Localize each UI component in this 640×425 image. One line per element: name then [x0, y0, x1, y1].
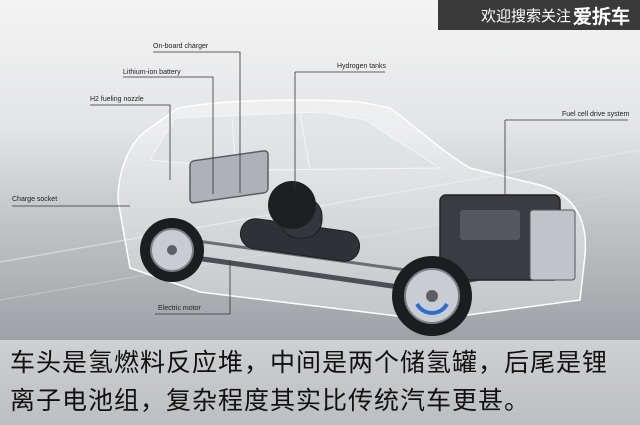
rear-inner-wheel	[268, 181, 316, 229]
rear-wheel	[140, 218, 204, 282]
fuel-cell-stack	[529, 209, 576, 281]
leader-lithium-battery	[123, 76, 214, 194]
vehicle-cutaway-illustration: On-board charger Lithium-ion battery H2 …	[0, 0, 640, 340]
label-electric-motor: Electric motor	[158, 305, 201, 312]
label-onboard-charger: On-board charger	[153, 43, 209, 50]
label-hydrogen-tanks: Hydrogen tanks	[337, 63, 387, 70]
leader-electric-motor	[155, 260, 231, 315]
road-streak	[0, 149, 640, 263]
leader-fuel-cell	[504, 119, 628, 196]
front-wheel	[392, 256, 472, 336]
label-h2-nozzle: H2 fueling nozzle	[90, 96, 144, 103]
leader-h2-nozzle	[90, 104, 171, 180]
battery-block	[189, 150, 269, 204]
watermark-banner: 欢迎搜索关注 爱拆车	[438, 0, 640, 30]
banner-brand: 爱拆车	[572, 5, 630, 28]
banner-prefix: 欢迎搜索关注	[480, 6, 571, 25]
label-charge-socket: Charge socket	[12, 196, 58, 203]
car-pillar	[299, 113, 311, 171]
leader-onboard-charger	[153, 51, 241, 193]
fuel-cell-module	[460, 210, 520, 240]
label-fuel-cell-system: Fuel cell drive system	[562, 111, 630, 118]
caption-box: 车头是氢燃料反应堆，中间是两个储氢罐，后尾是锂离子电池组，复杂程度其实比传统汽车…	[0, 340, 640, 425]
vehicle-drawing	[0, 51, 640, 336]
leader-hydrogen-tanks	[294, 71, 385, 190]
label-lithium-battery: Lithium-ion battery	[123, 69, 181, 76]
caption-text: 车头是氢燃料反应堆，中间是两个储氢罐，后尾是锂离子电池组，复杂程度其实比传统汽车…	[10, 348, 609, 415]
